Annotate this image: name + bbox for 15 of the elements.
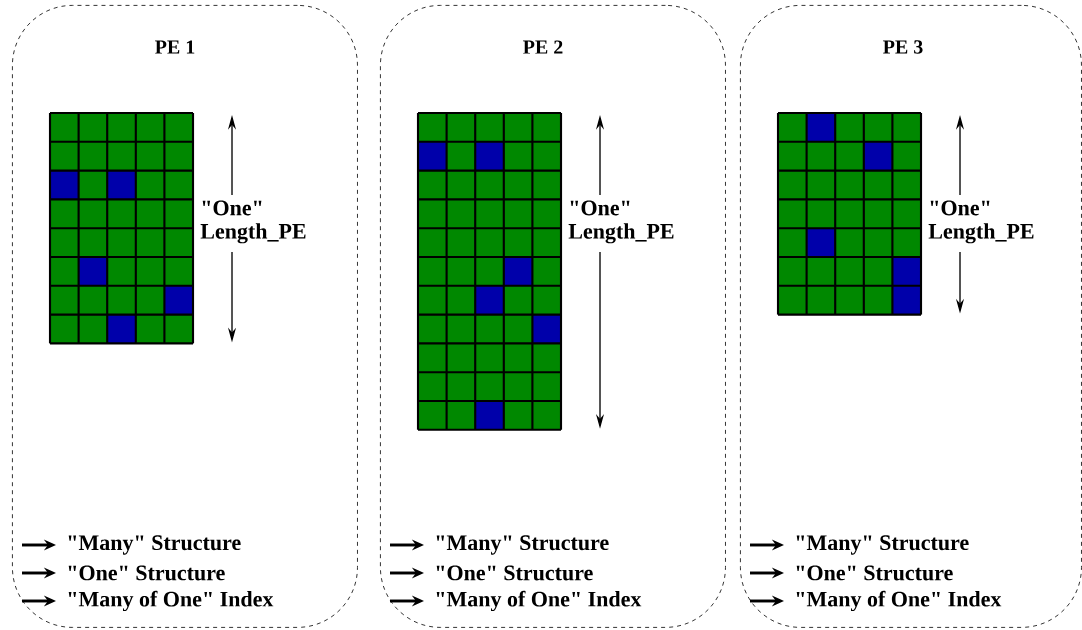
dimension-label: "One" Length_PE bbox=[568, 200, 674, 244]
panel-heading: PE 1 bbox=[155, 40, 195, 54]
panel-heading: PE 2 bbox=[523, 40, 563, 54]
bullet-text: "Many of One" Index bbox=[68, 590, 274, 612]
bullet-text: "One" Structure bbox=[436, 565, 593, 581]
bullet-text: "One" Structure bbox=[68, 565, 225, 581]
bullet-text: "Many of One" Index bbox=[436, 590, 642, 612]
bullet-text: "One" Structure bbox=[796, 565, 953, 581]
bullet-text: "Many" Structure bbox=[796, 535, 969, 555]
bullet-text: "Many" Structure bbox=[68, 535, 241, 555]
dimension-label: "One" Length_PE bbox=[200, 200, 306, 244]
dimension-label: "One" Length_PE bbox=[928, 200, 1034, 244]
bullet-text: "Many of One" Index bbox=[796, 590, 1002, 612]
panel-heading: PE 3 bbox=[883, 40, 923, 54]
bullet-text: "Many" Structure bbox=[436, 535, 609, 555]
